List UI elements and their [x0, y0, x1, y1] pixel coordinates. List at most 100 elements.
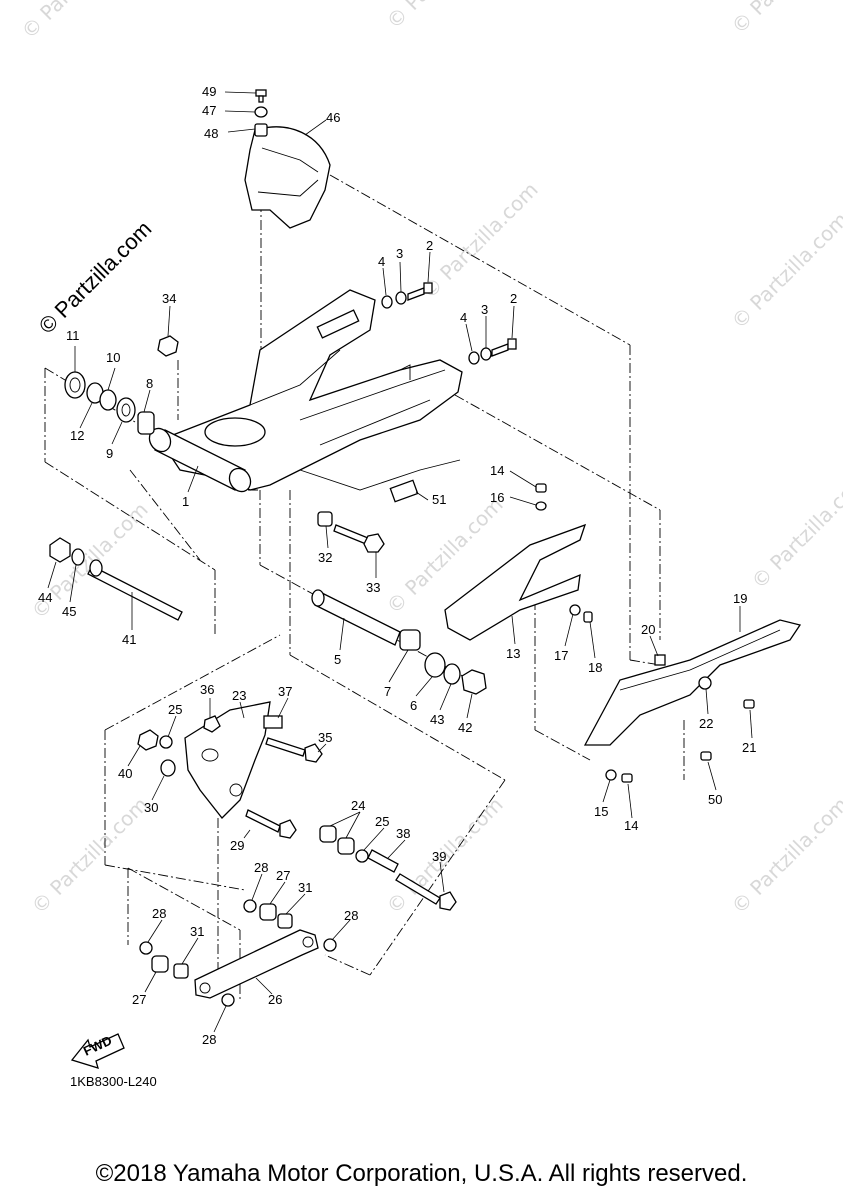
washer-25a	[159, 735, 173, 749]
callout-48: 48	[204, 126, 218, 141]
callout-4b: 4	[460, 310, 467, 325]
callout-38: 38	[396, 826, 410, 841]
adjuster-bolts-upper	[381, 282, 517, 365]
swingarm-body	[159, 289, 463, 491]
watermark-text: © Partzilla.com	[747, 467, 843, 593]
callout-14b: 14	[624, 818, 638, 833]
watermark-text: © Partzilla.com	[727, 0, 843, 39]
callout-3b: 3	[481, 302, 488, 317]
callout-40: 40	[118, 766, 132, 781]
callout-41: 41	[122, 632, 136, 647]
callout-28a: 28	[254, 860, 268, 875]
callout-25a: 25	[168, 702, 182, 717]
callout-12: 12	[70, 428, 84, 443]
callout-3a: 3	[396, 246, 403, 261]
callout-1: 1	[182, 494, 189, 509]
nut-34	[157, 335, 179, 357]
watermark-text: © Partzilla.com	[27, 792, 153, 918]
chain-cover-46	[244, 126, 331, 229]
callout-28b: 28	[344, 908, 358, 923]
relay-arm-23	[184, 701, 271, 819]
pivot-bearings-left	[64, 371, 155, 435]
nut-40	[137, 729, 159, 751]
collar-bearings-5-7-6-43-42	[311, 589, 487, 695]
callout-22: 22	[699, 716, 713, 731]
bolt-29	[245, 809, 281, 833]
callout-36: 36	[200, 682, 214, 697]
watermark-text: © Partzilla.com	[727, 207, 843, 333]
screws-14-16	[535, 483, 547, 511]
link-bearings-upper	[243, 899, 337, 952]
pivot-shaft-41	[49, 537, 183, 621]
callout-35: 35	[318, 730, 332, 745]
callout-42: 42	[458, 720, 472, 735]
callout-46: 46	[326, 110, 340, 125]
part-callouts: 49 47 48 46 4 3 2 4 3 2 34 11 10 8 12 9 …	[38, 84, 756, 1047]
screws-17-18	[569, 604, 593, 623]
callout-28d: 28	[202, 1032, 216, 1047]
bolt-35	[265, 737, 306, 757]
callout-47: 47	[202, 103, 216, 118]
bolt-21	[743, 699, 755, 709]
watermark-text: © Partzilla.com	[382, 0, 508, 34]
screw-14b	[621, 773, 633, 783]
callout-31b: 31	[190, 924, 204, 939]
chain-cover-19	[583, 619, 802, 746]
link-bearings-lower	[139, 941, 235, 1007]
bearings-24-25-38-39	[319, 825, 457, 911]
callout-13: 13	[506, 646, 520, 661]
watermark-text: © Partzilla.com	[727, 792, 843, 918]
diagram-code: 1KB8300-L240	[70, 1074, 157, 1089]
collar-and-bolt-32-33	[317, 511, 385, 553]
callout-16: 16	[490, 490, 504, 505]
callout-26: 26	[268, 992, 282, 1007]
callout-15: 15	[594, 804, 608, 819]
callout-33: 33	[366, 580, 380, 595]
callout-14a: 14	[490, 463, 504, 478]
pivot-tube-1	[148, 427, 252, 493]
callout-23: 23	[232, 688, 246, 703]
nut-36	[203, 715, 221, 733]
fwd-arrow-icon: FWD	[70, 1033, 125, 1069]
callout-5: 5	[334, 652, 341, 667]
callout-2a: 2	[426, 238, 433, 253]
callout-8: 8	[146, 376, 153, 391]
partzilla-logo-text: © Partzilla.com	[34, 216, 157, 339]
callout-43: 43	[430, 712, 444, 727]
callout-10: 10	[106, 350, 120, 365]
callout-20: 20	[641, 622, 655, 637]
callout-29: 29	[230, 838, 244, 853]
clip-20	[654, 654, 666, 666]
callout-30: 30	[144, 800, 158, 815]
bolt-stack-49-47-48	[254, 89, 268, 137]
collar-30	[160, 759, 176, 777]
callout-18: 18	[588, 660, 602, 675]
callout-21: 21	[742, 740, 756, 755]
callout-2b: 2	[510, 291, 517, 306]
callout-25b: 25	[375, 814, 389, 829]
callout-49: 49	[202, 84, 216, 99]
callout-31a: 31	[298, 880, 312, 895]
callout-17: 17	[554, 648, 568, 663]
leader-lines	[47, 91, 753, 1033]
callout-37: 37	[278, 684, 292, 699]
washer-15	[605, 769, 617, 781]
callout-27a: 27	[276, 868, 290, 883]
connecting-rod-26	[194, 929, 319, 999]
callout-50: 50	[708, 792, 722, 807]
callout-24: 24	[351, 798, 365, 813]
callout-7: 7	[384, 684, 391, 699]
callout-32: 32	[318, 550, 332, 565]
callout-6: 6	[410, 698, 417, 713]
callout-45: 45	[62, 604, 76, 619]
callout-44: 44	[38, 590, 52, 605]
alignment-lines	[44, 130, 685, 1000]
bolt-50	[700, 751, 712, 761]
watermark-text: © Partzilla.com	[17, 0, 143, 44]
copyright-notice: ©2018 Yamaha Motor Corporation, U.S.A. A…	[95, 1160, 748, 1187]
partzilla-watermarks: © Partzilla.com © Partzilla.com © Partzi…	[17, 0, 843, 919]
callout-19: 19	[733, 591, 747, 606]
callout-4a: 4	[378, 254, 385, 269]
chain-guide-13	[444, 523, 587, 641]
